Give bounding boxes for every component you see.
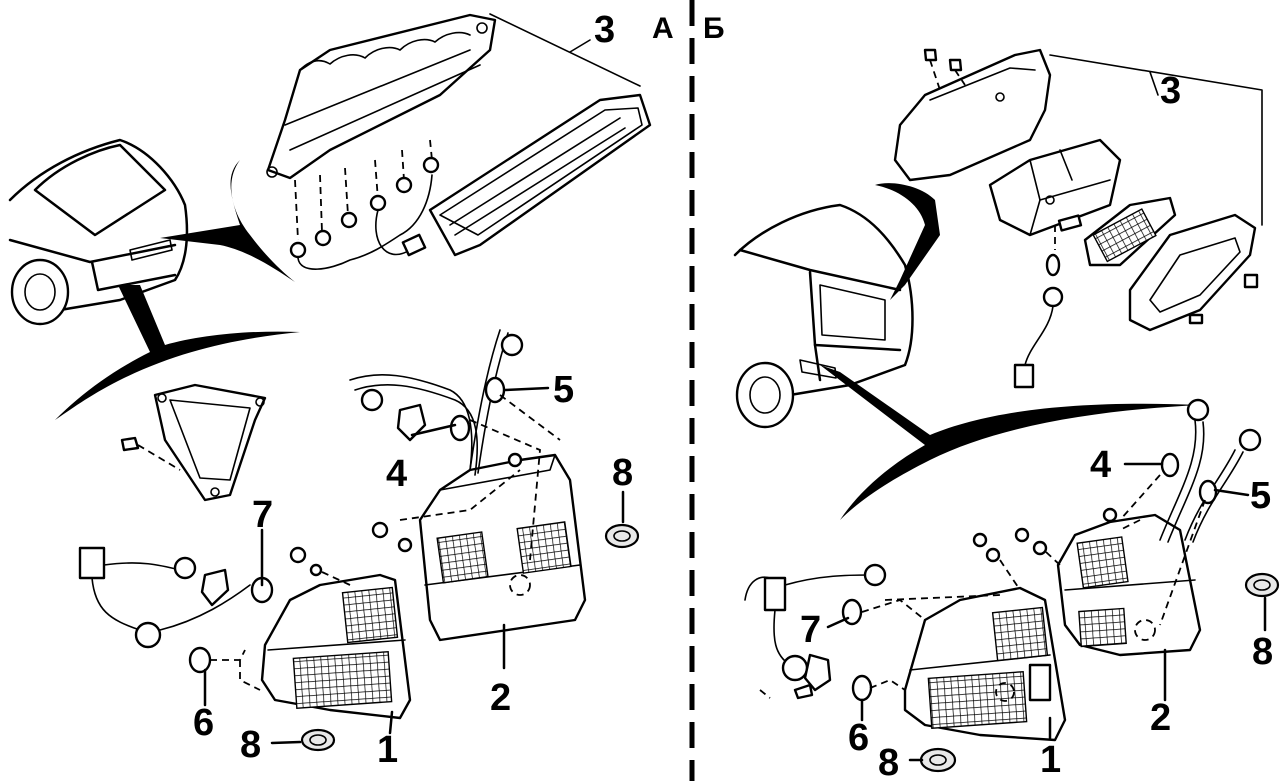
wagon-car-sketch <box>733 203 914 429</box>
pointer-wedge-bottom-left <box>55 285 300 420</box>
panel-letter-left: А <box>652 12 674 45</box>
nuts-right <box>972 527 1061 591</box>
grommet-left-a <box>300 728 336 752</box>
grommet-left-b <box>604 523 640 549</box>
wiring-harness-lower-right <box>744 563 1001 702</box>
wiring-harness-lower-left <box>78 546 274 691</box>
grommet-right-b <box>1244 572 1280 598</box>
nuts-left <box>289 521 413 586</box>
pointer-wedge-top-right <box>875 183 940 300</box>
callout-right-4: 4 <box>1090 444 1111 486</box>
callout-right-7: 7 <box>800 609 821 651</box>
sedan-car-sketch <box>8 138 189 326</box>
outer-tail-light-left <box>260 573 412 720</box>
callout-right-8a: 8 <box>878 742 899 781</box>
mounting-bracket-left <box>120 383 267 502</box>
callout-left-3: 3 <box>594 9 615 51</box>
callout-right-6: 6 <box>848 717 869 759</box>
callout-left-6: 6 <box>193 702 214 744</box>
callout-left-4: 4 <box>386 453 407 495</box>
panel-right: 3 4 5 7 8 2 6 8 1 <box>733 48 1280 781</box>
callout-left-7: 7 <box>252 494 273 536</box>
pointer-wedge-top-left <box>160 160 295 282</box>
leader-lines-left <box>203 386 625 745</box>
wiring-harness-upper-left <box>349 329 561 561</box>
callout-right-1: 1 <box>1040 739 1061 781</box>
callout-left-5: 5 <box>553 369 574 411</box>
grommet-right-a <box>919 747 957 773</box>
panel-letter-right: Б <box>703 12 725 45</box>
callout-right-3: 3 <box>1160 70 1181 112</box>
callout-left-1: 1 <box>377 729 398 771</box>
outer-tail-light-right <box>903 586 1067 742</box>
callout-left-8b: 8 <box>240 724 261 766</box>
callout-right-5: 5 <box>1250 475 1271 517</box>
pointer-wedge-bottom-right <box>820 365 1200 520</box>
high-mount-brake-light-left <box>266 13 652 270</box>
inner-tail-light-right <box>1056 513 1202 657</box>
callout-left-2: 2 <box>490 677 511 719</box>
panel-left: 3 5 4 8 7 2 6 8 1 <box>8 9 652 771</box>
callout-right-8b: 8 <box>1252 631 1273 673</box>
inner-tail-light-left <box>418 453 587 642</box>
bulb-row <box>289 139 440 270</box>
callout-left-8a: 8 <box>612 452 633 494</box>
callout-right-2: 2 <box>1150 697 1171 739</box>
leader-lines-right <box>826 462 1267 762</box>
high-mount-brake-light-right <box>893 48 1259 389</box>
